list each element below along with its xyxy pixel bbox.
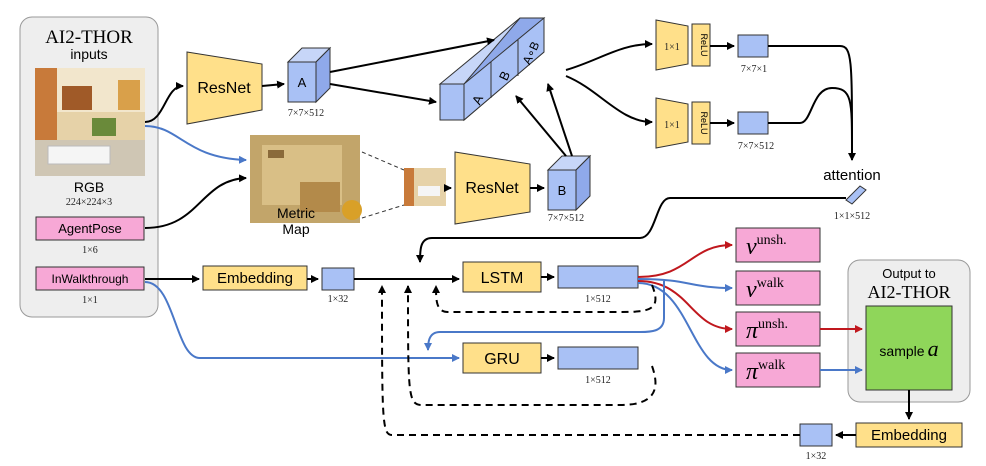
feature-a-dims: 7×7×512 <box>288 108 324 119</box>
conv-bottom <box>655 97 689 149</box>
pi-walk-label: πwalk <box>746 358 785 385</box>
dashed-recurrence-loops <box>378 284 800 436</box>
v-unsh-box <box>735 227 821 263</box>
metric-map-label-1: Metric <box>277 205 315 221</box>
embedding-input-dims: 1×32 <box>328 294 349 305</box>
output-panel-title-2: AI2-THOR <box>868 282 951 302</box>
embedding-output-dims: 1×32 <box>806 451 827 462</box>
attention-label: attention <box>823 167 881 184</box>
feature-b-label: B <box>558 183 567 198</box>
embedding-output-vector <box>799 423 833 447</box>
zoom-line-bottom <box>361 204 405 219</box>
v-unsh-label: vunsh. <box>746 233 787 260</box>
agentpose-label: AgentPose <box>58 221 122 236</box>
feature-a-cube <box>286 46 332 104</box>
lstm-box <box>462 261 542 293</box>
metric-map-label-2: Map <box>282 221 309 237</box>
concat-feature-bar <box>438 16 546 122</box>
lstm-hidden-vector <box>557 265 639 289</box>
resnet-top-label: ResNet <box>197 80 251 97</box>
conv-top <box>655 19 689 71</box>
feature-b-cube <box>546 154 592 212</box>
feature-a-label: A <box>298 75 307 90</box>
embedding-output-box <box>855 422 963 448</box>
agentpose-box <box>35 216 145 241</box>
gru-dims: 1×512 <box>585 375 611 386</box>
conv-top-label: 1×1 <box>664 42 680 53</box>
relu-top-label: ReLU <box>699 33 709 56</box>
cropped-view-image <box>404 168 446 206</box>
bottom-out-square <box>737 111 769 135</box>
pi-unsh-label: πunsh. <box>746 317 788 344</box>
connection-arrows <box>144 37 913 439</box>
rgb-label: RGB <box>74 179 104 195</box>
lstm-dims: 1×512 <box>585 294 611 305</box>
metric-map-image <box>250 135 362 223</box>
zoom-line-top <box>361 151 405 171</box>
feature-b-dims: 7×7×512 <box>548 213 584 224</box>
resnet-bottom <box>454 151 531 225</box>
attention-vector-icon <box>845 185 867 205</box>
inwalkthrough-box <box>35 266 145 291</box>
top-out-dims: 7×7×1 <box>741 64 767 75</box>
rgb-image <box>35 68 145 176</box>
output-panel-title-1: Output to <box>882 266 935 281</box>
gru-label: GRU <box>484 351 520 368</box>
embedding-output-label: Embedding <box>871 427 947 444</box>
attention-dims: 1×1×512 <box>834 211 870 222</box>
relu-bottom-label: ReLU <box>699 111 709 134</box>
v-walk-box <box>735 270 821 306</box>
conv-bottom-label: 1×1 <box>664 120 680 131</box>
bottom-out-dims: 7×7×512 <box>738 141 774 152</box>
embedding-input-label: Embedding <box>217 270 293 287</box>
rgb-dims: 224×224×3 <box>66 197 112 208</box>
gru-hidden-vector <box>557 346 639 370</box>
embedding-input-box <box>202 265 308 291</box>
agentpose-dims: 1×6 <box>82 245 98 256</box>
v-walk-label: vwalk <box>746 276 784 303</box>
top-out-square <box>737 34 769 58</box>
inputs-panel-title: AI2-THOR <box>45 27 133 48</box>
resnet-bottom-label: ResNet <box>465 180 519 197</box>
inwalkthrough-label: InWalkthrough <box>52 272 129 286</box>
embedding-input-vector <box>321 267 355 291</box>
lstm-label: LSTM <box>481 270 524 287</box>
inwalkthrough-dims: 1×1 <box>82 295 98 306</box>
resnet-top <box>186 51 263 125</box>
inputs-panel-subtitle: inputs <box>70 46 107 62</box>
sample-action-box <box>865 305 953 391</box>
